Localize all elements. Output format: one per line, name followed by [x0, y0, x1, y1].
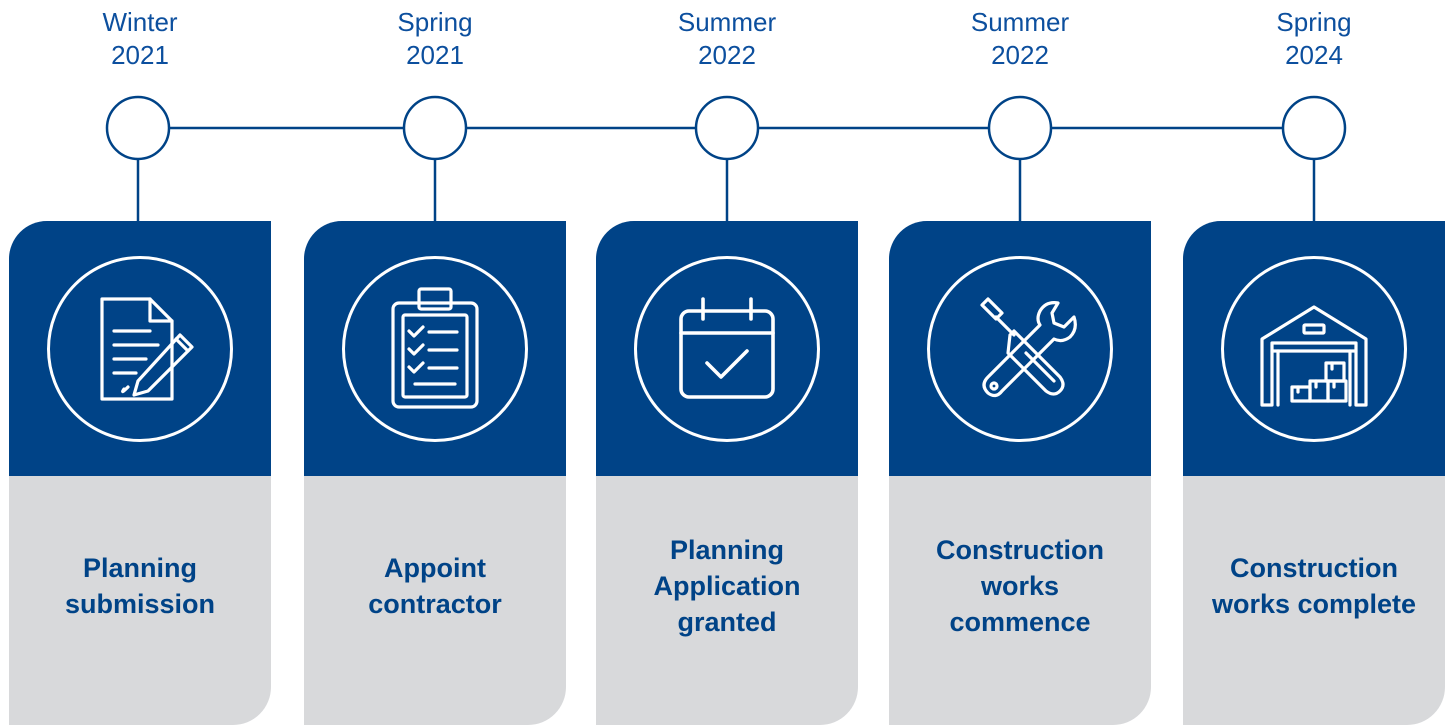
- stage-label-line: Planning: [83, 552, 197, 583]
- stage-date-year: 2021: [111, 40, 169, 70]
- stage-date: Spring 2021: [304, 6, 566, 72]
- stage-label-line: commence: [949, 606, 1091, 637]
- stage-label: Appoint contractor: [304, 476, 566, 725]
- stage-label-line: Appoint: [384, 552, 486, 583]
- card-icon-panel: [9, 221, 271, 476]
- stage-card: Planning Application granted: [596, 221, 858, 725]
- calendar-check-icon: [634, 256, 820, 442]
- stage-date-season: Summer: [677, 7, 777, 37]
- stage-date: Summer 2022: [596, 6, 858, 72]
- stage-card: Construction works complete: [1183, 221, 1445, 725]
- tools-icon: [927, 256, 1113, 442]
- stage-date-season: Spring: [397, 7, 473, 37]
- stage-date-year: 2024: [1285, 40, 1343, 70]
- stage-label: Planning submission: [9, 476, 271, 725]
- document-edit-icon: [47, 256, 233, 442]
- stage-card: Appoint contractor: [304, 221, 566, 725]
- stage-date-year: 2022: [991, 40, 1049, 70]
- timeline-stage-planning-submission: Winter 2021 Planning: [9, 0, 271, 725]
- card-icon-panel: [596, 221, 858, 476]
- timeline-node: [402, 95, 468, 161]
- warehouse-icon: [1221, 256, 1407, 442]
- stage-date-year: 2021: [406, 40, 464, 70]
- timeline-node: [105, 95, 171, 161]
- stage-date-season: Winter: [102, 7, 178, 37]
- stage-label-line: Construction: [936, 534, 1104, 565]
- stage-card: Construction works commence: [889, 221, 1151, 725]
- timeline-stage-appoint-contractor: Spring 2021 Appoin: [304, 0, 566, 725]
- stage-label-line: submission: [64, 588, 216, 619]
- stage-label: Construction works complete: [1183, 476, 1445, 725]
- stage-label-line: Construction: [1229, 552, 1398, 583]
- clipboard-checklist-icon: [342, 256, 528, 442]
- stage-date-season: Spring: [1276, 7, 1352, 37]
- timeline-node: [987, 95, 1053, 161]
- stage-card: Planning submission: [9, 221, 271, 725]
- stage-date: Summer 2022: [889, 6, 1151, 72]
- stage-date: Winter 2021: [9, 6, 271, 72]
- stage-label: Construction works commence: [889, 476, 1151, 725]
- card-icon-panel: [1183, 221, 1445, 476]
- stage-label-line: works complete: [1211, 588, 1417, 619]
- stage-label: Planning Application granted: [596, 476, 858, 725]
- stage-label-line: Planning: [670, 534, 784, 565]
- timeline-node: [1281, 95, 1347, 161]
- stage-date: Spring 2024: [1183, 6, 1445, 72]
- stage-date-year: 2022: [698, 40, 756, 70]
- stage-label-line: Application: [653, 570, 801, 601]
- timeline-stage-planning-application-granted: Summer 2022 Planning Application granted: [596, 0, 858, 725]
- card-icon-panel: [304, 221, 566, 476]
- stage-label-line: contractor: [368, 588, 502, 619]
- timeline-stage-construction-complete: Spring 2024: [1183, 0, 1445, 725]
- card-icon-panel: [889, 221, 1151, 476]
- stage-label-line: works: [980, 570, 1060, 601]
- stage-date-season: Summer: [970, 7, 1070, 37]
- stage-label-line: granted: [677, 606, 777, 637]
- timeline-node: [694, 95, 760, 161]
- timeline-stage-construction-commence: Summer 2022 Construction works: [889, 0, 1151, 725]
